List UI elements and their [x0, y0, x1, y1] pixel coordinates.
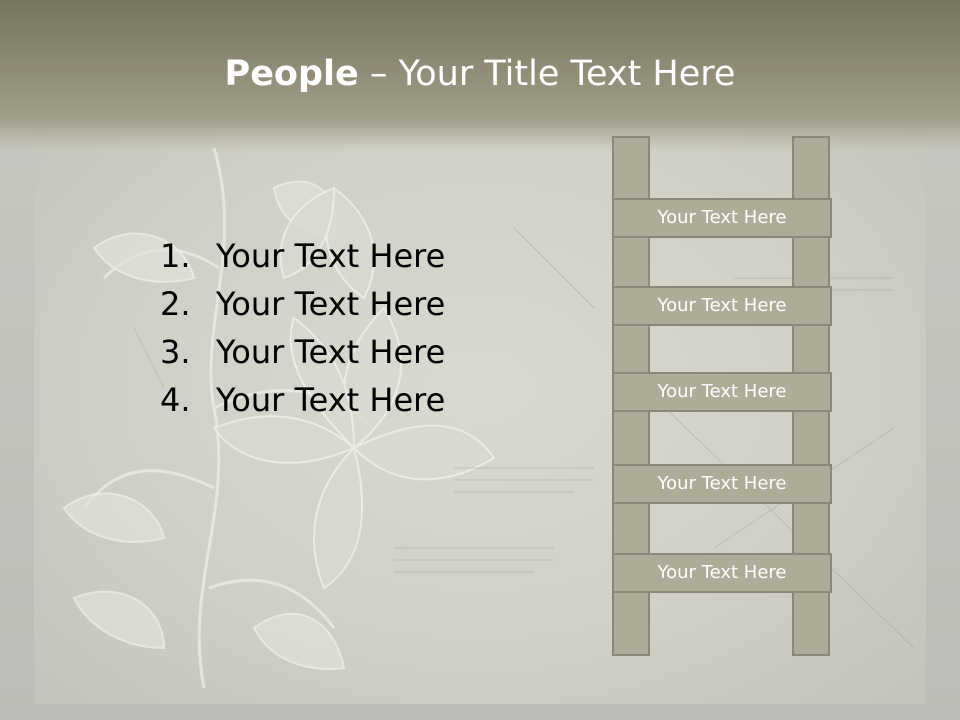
- list-item-number: 4.: [160, 381, 191, 419]
- numbered-list[interactable]: 1. Your Text Here 2. Your Text Here 3. Your…: [160, 232, 445, 424]
- list-item-text: Your Text Here: [216, 237, 446, 275]
- list-item-text: Your Text Here: [216, 333, 446, 371]
- title-bold-word: People: [224, 54, 359, 94]
- ladder-rung-3[interactable]: Your Text Here: [612, 372, 832, 412]
- list-item-number: 1.: [160, 237, 191, 275]
- list-item: 4. Your Text Here: [160, 376, 445, 424]
- list-item-text: Your Text Here: [216, 285, 446, 323]
- list-item: 3. Your Text Here: [160, 328, 445, 376]
- title-band: [0, 0, 960, 150]
- list-item-text: Your Text Here: [216, 381, 446, 419]
- list-item: 2. Your Text Here: [160, 280, 445, 328]
- title-rest: – Your Title Text Here: [358, 54, 736, 94]
- ladder-rung-2[interactable]: Your Text Here: [612, 286, 832, 326]
- ladder-rung-5[interactable]: Your Text Here: [612, 553, 832, 593]
- floral-decoration: [62, 147, 915, 689]
- list-item-number: 2.: [160, 285, 191, 323]
- ladder-rung-1[interactable]: Your Text Here: [612, 198, 832, 238]
- list-item: 1. Your Text Here: [160, 232, 445, 280]
- list-item-number: 3.: [160, 333, 191, 371]
- ladder-rung-4[interactable]: Your Text Here: [612, 464, 832, 504]
- slide-title[interactable]: People – Your Title Text Here: [0, 50, 960, 98]
